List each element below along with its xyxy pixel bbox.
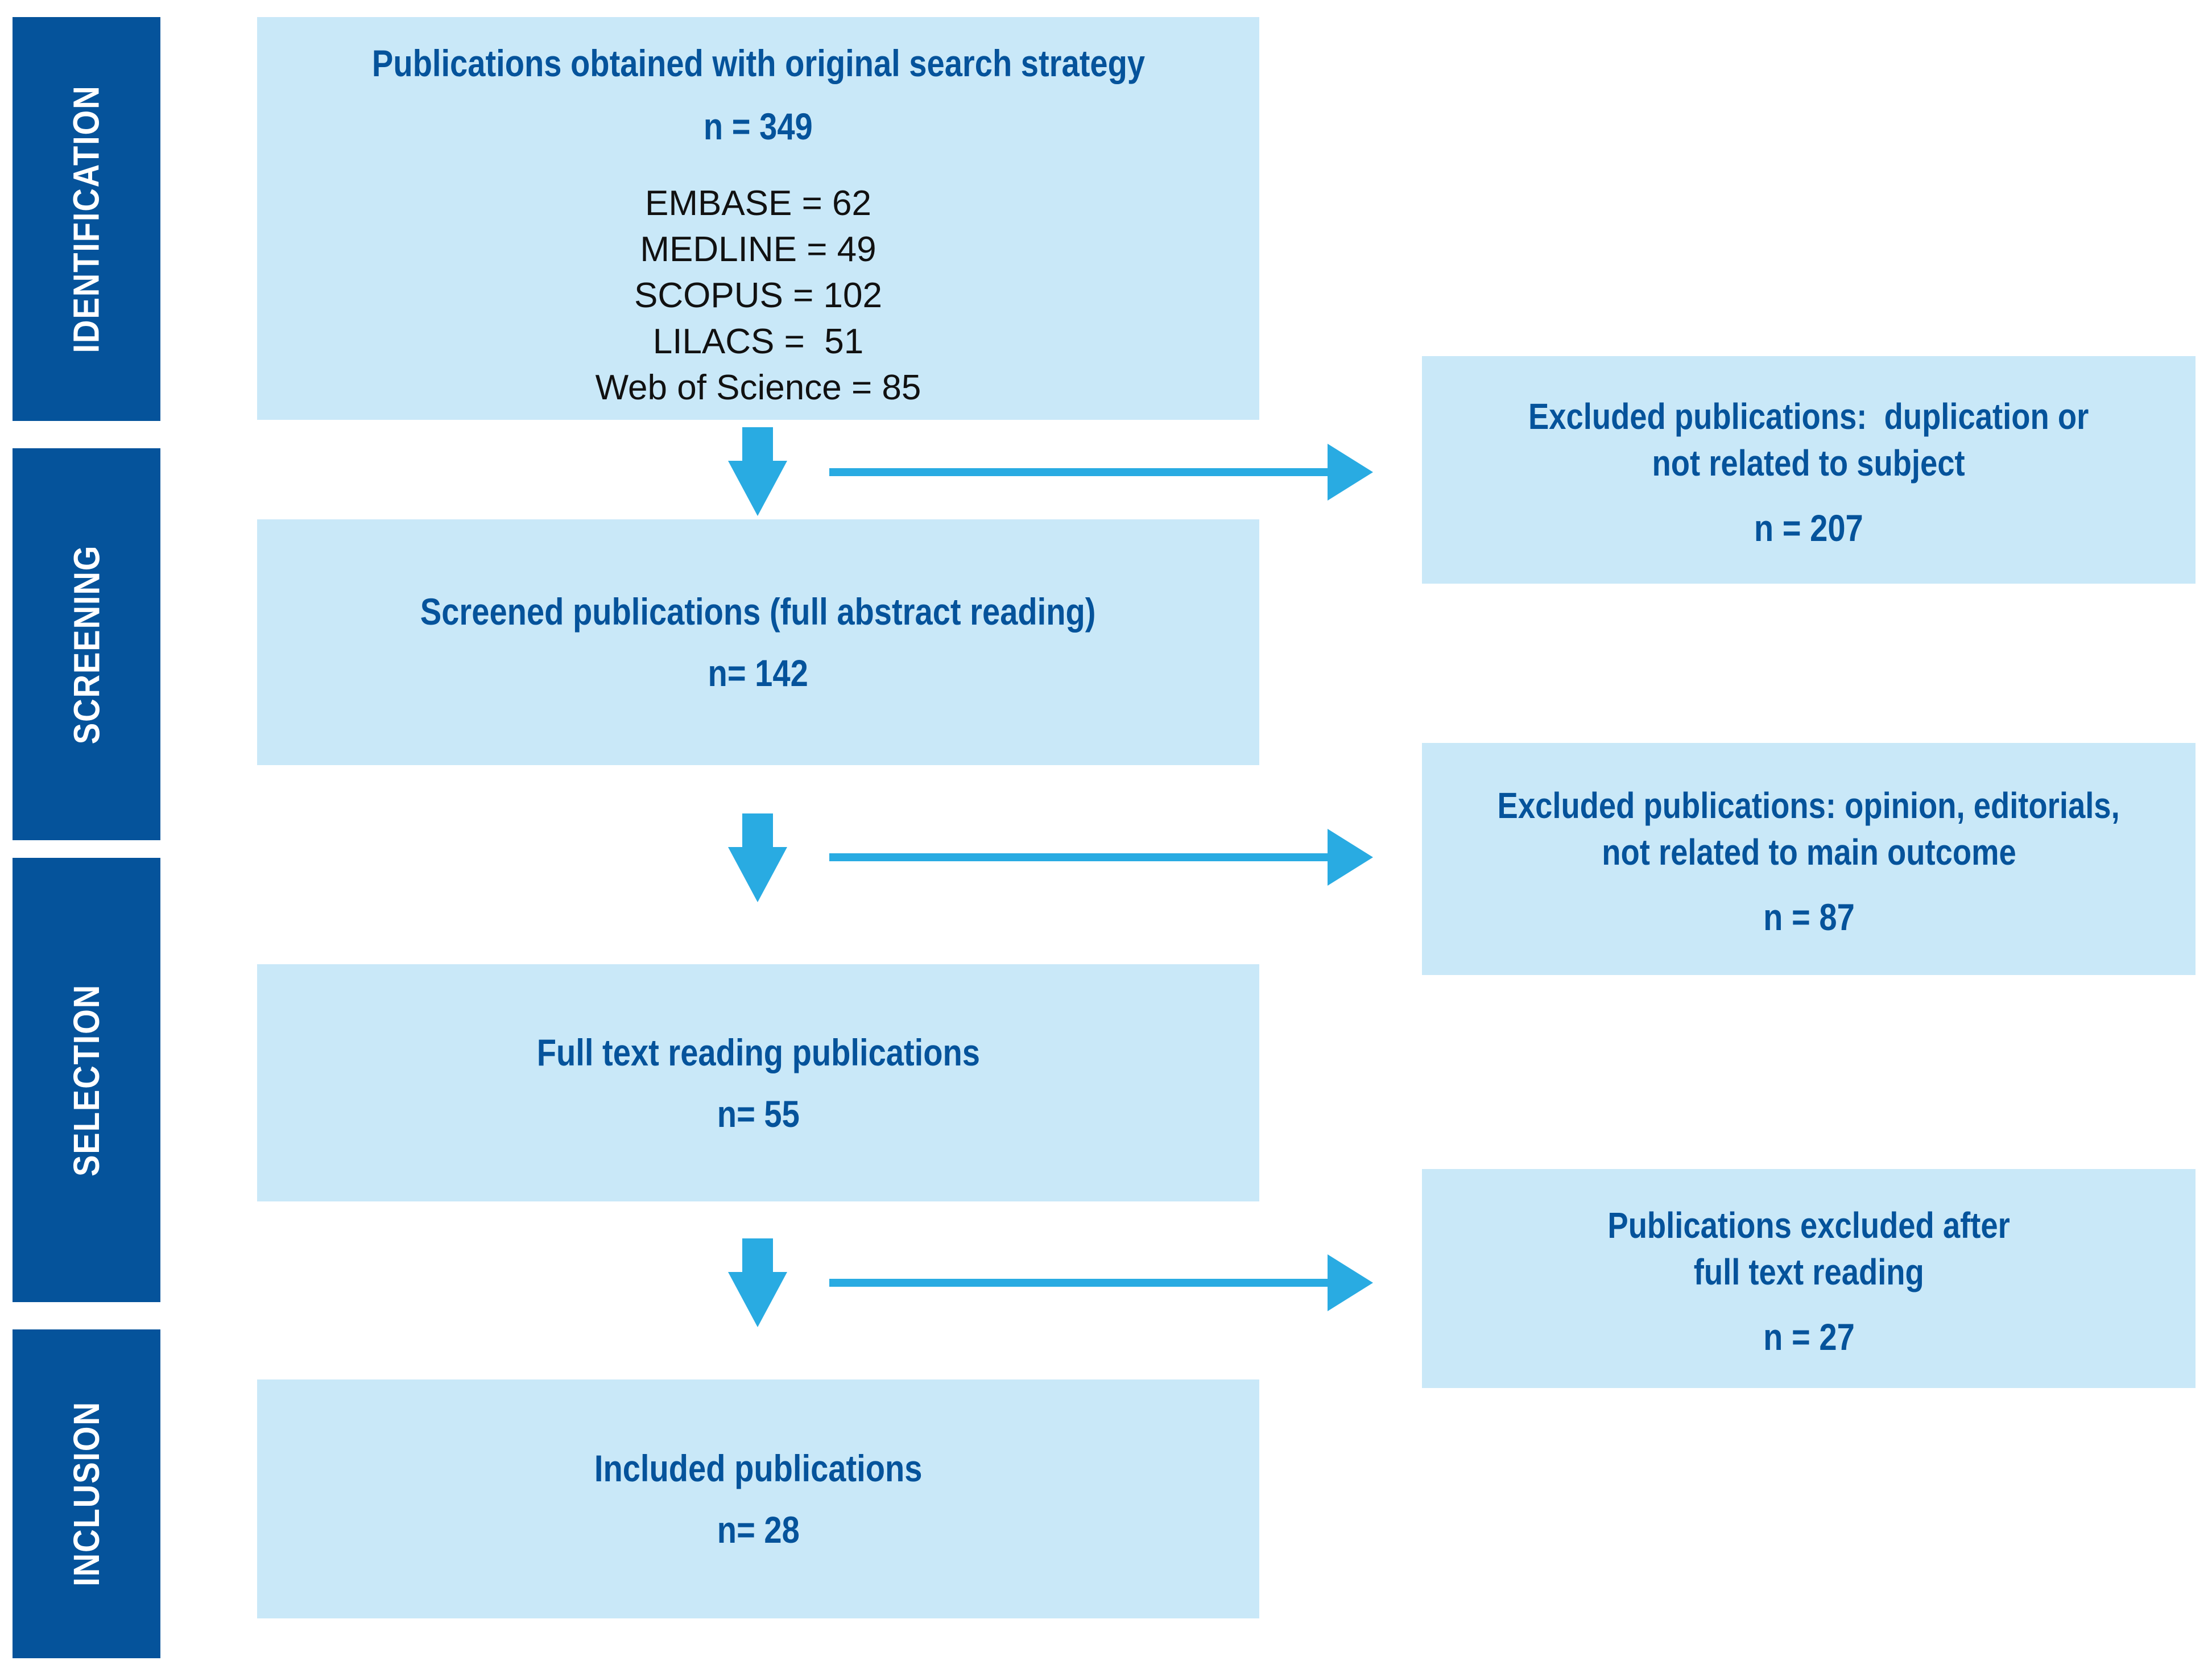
stage-screening-label: SCREENING — [66, 544, 107, 744]
stage-screening: SCREENING — [13, 448, 160, 840]
box-title-text: Screened publications (full abstract rea… — [420, 590, 1096, 633]
box-excluded-opinion-count: n = 87 — [1755, 898, 1863, 936]
excluded-line-2: full text reading — [1693, 1251, 1924, 1292]
box-count-text: n = 349 — [704, 105, 813, 147]
box-excluded-after-full-text-title: Publications excluded after full text re… — [1572, 1202, 2045, 1295]
box-count-text: n = 87 — [1763, 896, 1855, 938]
database-count-web-of-science: Web of Science = 85 — [595, 368, 921, 407]
stage-identification: IDENTIFICATION — [13, 17, 160, 421]
box-full-text-reading: Full text reading publications n= 55 — [257, 964, 1259, 1201]
stage-inclusion-label: INCLUSION — [66, 1401, 107, 1587]
box-screened-publications-count: n= 142 — [699, 654, 817, 692]
database-counts-list: EMBASE = 62 MEDLINE = 49 SCOPUS = 102 LI… — [596, 180, 921, 411]
stage-selection: SELECTION — [13, 858, 160, 1302]
box-publications-obtained: Publications obtained with original sear… — [257, 17, 1259, 420]
box-included-publications-count: n= 28 — [710, 1511, 807, 1548]
database-count-lilacs: LILACS = 51 — [652, 322, 864, 361]
box-publications-obtained-title: Publications obtained with original sear… — [304, 44, 1213, 82]
stage-selection-label: SELECTION — [66, 984, 107, 1176]
stage-identification-label: IDENTIFICATION — [66, 85, 107, 353]
down-arrow-icon — [723, 813, 792, 902]
right-arrow-icon — [829, 444, 1373, 501]
database-count-scopus: SCOPUS = 102 — [634, 276, 882, 315]
stage-inclusion: INCLUSION — [13, 1329, 160, 1658]
right-arrow-icon — [829, 829, 1373, 886]
database-count-embase: EMBASE = 62 — [644, 184, 872, 223]
box-publications-obtained-count: n = 349 — [694, 108, 822, 145]
box-included-publications: Included publications n= 28 — [257, 1379, 1259, 1618]
box-excluded-after-full-text-count: n = 27 — [1755, 1318, 1863, 1356]
box-count-text: n = 207 — [1754, 507, 1863, 549]
down-arrow-icon — [723, 427, 792, 516]
box-full-text-reading-count: n= 55 — [710, 1095, 807, 1133]
box-excluded-duplication-count: n = 207 — [1744, 509, 1873, 547]
box-excluded-duplication: Excluded publications: duplication or no… — [1422, 356, 2196, 584]
box-screened-publications-title: Screened publications (full abstract rea… — [361, 593, 1155, 630]
box-excluded-duplication-title: Excluded publications: duplication or no… — [1479, 393, 2138, 486]
box-title-text: Included publications — [594, 1447, 923, 1489]
box-title-text: Publications obtained with original sear… — [371, 42, 1145, 84]
box-full-text-reading-title: Full text reading publications — [498, 1034, 1019, 1071]
box-count-text: n= 28 — [717, 1509, 800, 1551]
box-screened-publications: Screened publications (full abstract rea… — [257, 519, 1259, 765]
box-excluded-opinion-title: Excluded publications: opinion, editoria… — [1442, 782, 2174, 875]
box-count-text: n= 142 — [708, 652, 809, 694]
box-count-text: n = 27 — [1763, 1315, 1855, 1358]
excluded-line-2: not related to main outcome — [1601, 832, 2016, 873]
box-included-publications-title: Included publications — [565, 1449, 951, 1487]
excluded-line-1: Excluded publications: duplication or — [1528, 396, 2089, 437]
excluded-line-1: Publications excluded after — [1607, 1204, 2010, 1246]
right-arrow-icon — [829, 1254, 1373, 1311]
box-title-text: Full text reading publications — [536, 1031, 980, 1073]
box-excluded-after-full-text: Publications excluded after full text re… — [1422, 1169, 2196, 1388]
excluded-line-2: not related to subject — [1652, 443, 1966, 484]
box-excluded-opinion: Excluded publications: opinion, editoria… — [1422, 743, 2196, 975]
down-arrow-icon — [723, 1238, 792, 1327]
database-count-medline: MEDLINE = 49 — [640, 230, 876, 269]
excluded-line-1: Excluded publications: opinion, editoria… — [1497, 785, 2120, 826]
box-count-text: n= 55 — [717, 1092, 800, 1135]
